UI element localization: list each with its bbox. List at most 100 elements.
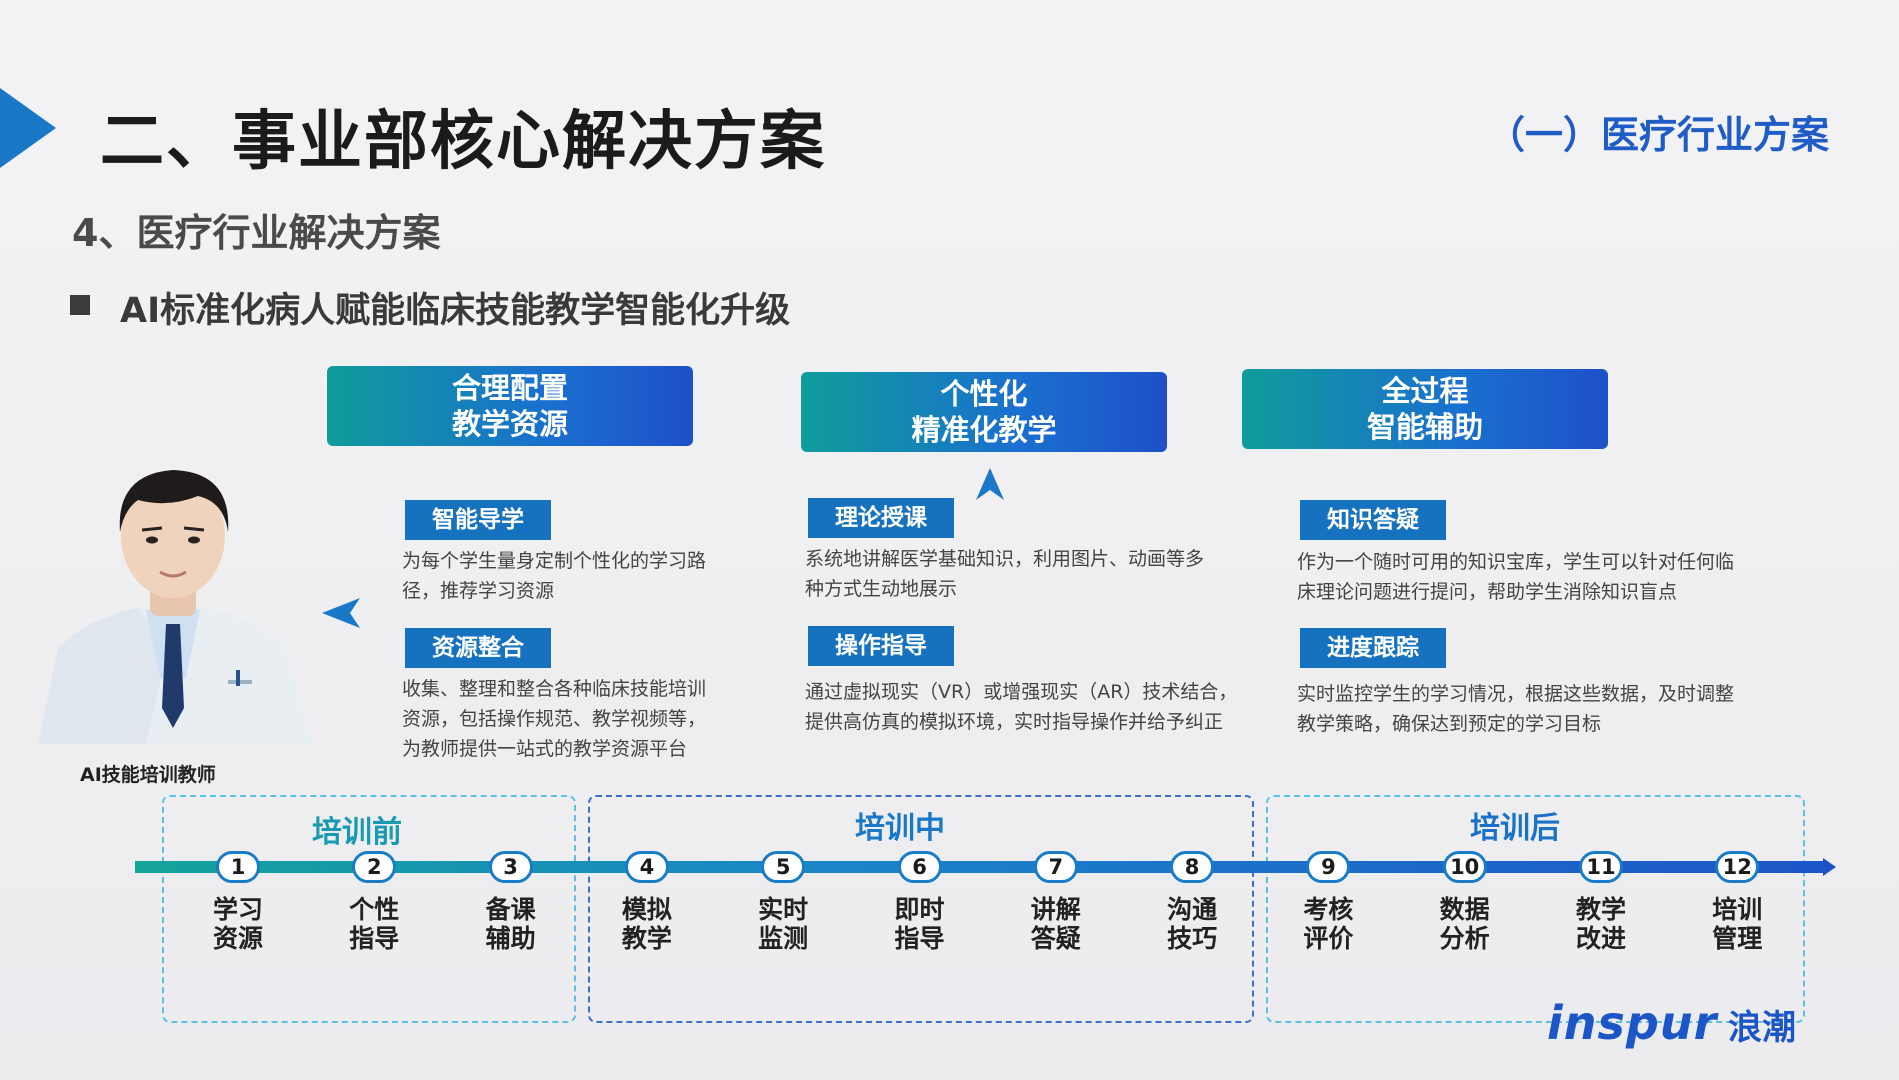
step-label-line: 实时 bbox=[758, 895, 809, 924]
banner-line: 个性化 bbox=[940, 377, 1028, 411]
desc-line: 径，推荐学习资源 bbox=[402, 580, 555, 602]
phase-box-before bbox=[162, 795, 576, 1023]
desc-line: 为教师提供一站式的教学资源平台 bbox=[402, 738, 688, 760]
desc-line: 提供高仿真的模拟环境，实时指导操作并给予纠正 bbox=[805, 711, 1224, 733]
step-node: 10 bbox=[1442, 851, 1487, 883]
step-label-line: 个性 bbox=[349, 895, 400, 924]
page-title: 二、事业部核心解决方案 bbox=[100, 105, 826, 179]
tag-operation-guidance: 操作指导 bbox=[808, 626, 954, 666]
banner-whole-process: 全过程 智能辅助 bbox=[1242, 369, 1608, 449]
step-label-line: 评价 bbox=[1303, 924, 1354, 953]
banner-resource-allocation: 合理配置 教学资源 bbox=[327, 366, 693, 446]
step-label-line: 数据 bbox=[1439, 895, 1490, 924]
tag-knowledge-qa: 知识答疑 bbox=[1300, 500, 1446, 540]
tag-progress-tracking: 进度跟踪 bbox=[1300, 628, 1446, 668]
step-label: 备课辅助 bbox=[461, 895, 561, 953]
step-label: 考核评价 bbox=[1278, 895, 1378, 953]
desc-line: 通过虚拟现实（VR）或增强现实（AR）技术结合， bbox=[805, 681, 1238, 703]
section-label: （一）医疗行业方案 bbox=[1486, 113, 1829, 157]
subtitle: 4、医疗行业解决方案 bbox=[72, 211, 441, 255]
phase-label-before: 培训前 bbox=[312, 815, 402, 850]
step-label-line: 答疑 bbox=[1030, 924, 1081, 953]
step-label-line: 改进 bbox=[1575, 924, 1626, 953]
phase-label-after: 培训后 bbox=[1470, 811, 1560, 846]
step-node: 11 bbox=[1579, 851, 1623, 883]
desc-knowledge-qa: 作为一个随时可用的知识宝库，学生可以针对任何临 床理论问题进行提问，帮助学生消除… bbox=[1297, 547, 1734, 607]
step-node: 8 bbox=[1170, 851, 1215, 883]
step-label-line: 沟通 bbox=[1167, 895, 1218, 924]
step-label-line: 学习 bbox=[212, 895, 263, 924]
step-label: 培训管理 bbox=[1687, 895, 1787, 953]
banner-line: 合理配置 bbox=[451, 371, 568, 405]
step-label-line: 即时 bbox=[894, 895, 945, 924]
desc-line: 资源，包括操作规范、教学视频等， bbox=[402, 708, 707, 730]
step-label-line: 管理 bbox=[1712, 924, 1763, 953]
step-node: 3 bbox=[488, 851, 533, 883]
desc-progress-tracking: 实时监控学生的学习情况，根据这些数据，及时调整 教学策略，确保达到预定的学习目标 bbox=[1297, 679, 1734, 739]
desc-line: 作为一个随时可用的知识宝库，学生可以针对任何临 bbox=[1297, 551, 1735, 573]
doctor-avatar bbox=[38, 470, 313, 744]
desc-line: 收集、整理和整合各种临床技能培训 bbox=[402, 678, 707, 700]
square-bullet-icon bbox=[70, 295, 90, 315]
step-node: 9 bbox=[1306, 851, 1351, 883]
left-arrow-icon bbox=[322, 598, 360, 628]
step-label-line: 培训 bbox=[1712, 895, 1763, 924]
step-node: 2 bbox=[352, 851, 397, 883]
step-node: 1 bbox=[216, 851, 260, 883]
desc-line: 系统地讲解医学基础知识，利用图片、动画等多 bbox=[805, 548, 1205, 570]
step-label-line: 教学 bbox=[1575, 895, 1626, 924]
desc-line: 床理论问题进行提问，帮助学生消除知识盲点 bbox=[1297, 581, 1678, 603]
inspur-logo-cn: 浪潮 bbox=[1728, 1008, 1796, 1048]
desc-theory-lecture: 系统地讲解医学基础知识，利用图片、动画等多 种方式生动地展示 bbox=[805, 544, 1204, 604]
banner-line: 精准化教学 bbox=[911, 413, 1057, 447]
step-label-line: 指导 bbox=[894, 924, 945, 953]
banner-line: 智能辅助 bbox=[1366, 410, 1483, 444]
step-label: 沟通技巧 bbox=[1142, 895, 1242, 953]
desc-line: 为每个学生量身定制个性化的学习路 bbox=[402, 550, 707, 572]
timeline-line bbox=[135, 861, 1825, 873]
title-arrow-icon bbox=[0, 88, 56, 168]
desc-smart-guidance: 为每个学生量身定制个性化的学习路 径，推荐学习资源 bbox=[402, 546, 706, 606]
step-label: 模拟教学 bbox=[597, 895, 697, 953]
step-label-line: 教学 bbox=[621, 924, 672, 953]
inspur-logo: inspur bbox=[1547, 996, 1718, 1050]
bullet-heading: AI标准化病人赋能临床技能教学智能化升级 bbox=[120, 291, 791, 331]
phase-box-after bbox=[1266, 795, 1805, 1023]
desc-line: 教学策略，确保达到预定的学习目标 bbox=[1297, 713, 1602, 735]
banner-line: 全过程 bbox=[1381, 374, 1469, 408]
step-label-line: 指导 bbox=[349, 924, 400, 953]
desc-resource-integration: 收集、整理和整合各种临床技能培训 资源，包括操作规范、教学视频等， 为教师提供一… bbox=[402, 674, 706, 764]
tag-resource-integration: 资源整合 bbox=[405, 628, 551, 668]
timeline-arrowhead-icon bbox=[1823, 858, 1836, 876]
step-label: 即时指导 bbox=[870, 895, 970, 953]
step-label-line: 技巧 bbox=[1167, 924, 1218, 953]
step-label: 个性指导 bbox=[324, 895, 424, 953]
step-label-line: 备课 bbox=[485, 895, 536, 924]
step-label-line: 讲解 bbox=[1030, 895, 1081, 924]
tag-theory-lecture: 理论授课 bbox=[808, 498, 954, 538]
step-label-line: 资源 bbox=[212, 924, 263, 953]
step-label-line: 考核 bbox=[1303, 895, 1354, 924]
step-label: 学习资源 bbox=[188, 895, 288, 953]
banner-personalized-teaching: 个性化 精准化教学 bbox=[801, 372, 1167, 452]
banner-line: 教学资源 bbox=[451, 407, 568, 441]
step-label-line: 模拟 bbox=[621, 895, 672, 924]
step-label-line: 分析 bbox=[1439, 924, 1490, 953]
step-label-line: 辅助 bbox=[485, 924, 536, 953]
step-label-line: 监测 bbox=[758, 924, 809, 953]
step-node: 6 bbox=[897, 851, 942, 883]
step-label: 讲解答疑 bbox=[1006, 895, 1106, 953]
desc-line: 种方式生动地展示 bbox=[805, 578, 958, 600]
phase-label-during: 培训中 bbox=[855, 811, 945, 846]
tag-smart-guidance: 智能导学 bbox=[405, 500, 551, 540]
phase-box-during bbox=[588, 795, 1254, 1023]
step-label: 教学改进 bbox=[1551, 895, 1651, 953]
desc-line: 实时监控学生的学习情况，根据这些数据，及时调整 bbox=[1297, 683, 1735, 705]
doctor-caption: AI技能培训教师 bbox=[80, 764, 216, 786]
step-node: 5 bbox=[761, 851, 806, 883]
step-label: 实时监测 bbox=[733, 895, 833, 953]
step-node: 7 bbox=[1033, 851, 1078, 883]
desc-operation-guidance: 通过虚拟现实（VR）或增强现实（AR）技术结合， 提供高仿真的模拟环境，实时指导… bbox=[805, 677, 1237, 737]
step-node: 12 bbox=[1715, 851, 1760, 883]
step-node: 4 bbox=[624, 851, 669, 883]
